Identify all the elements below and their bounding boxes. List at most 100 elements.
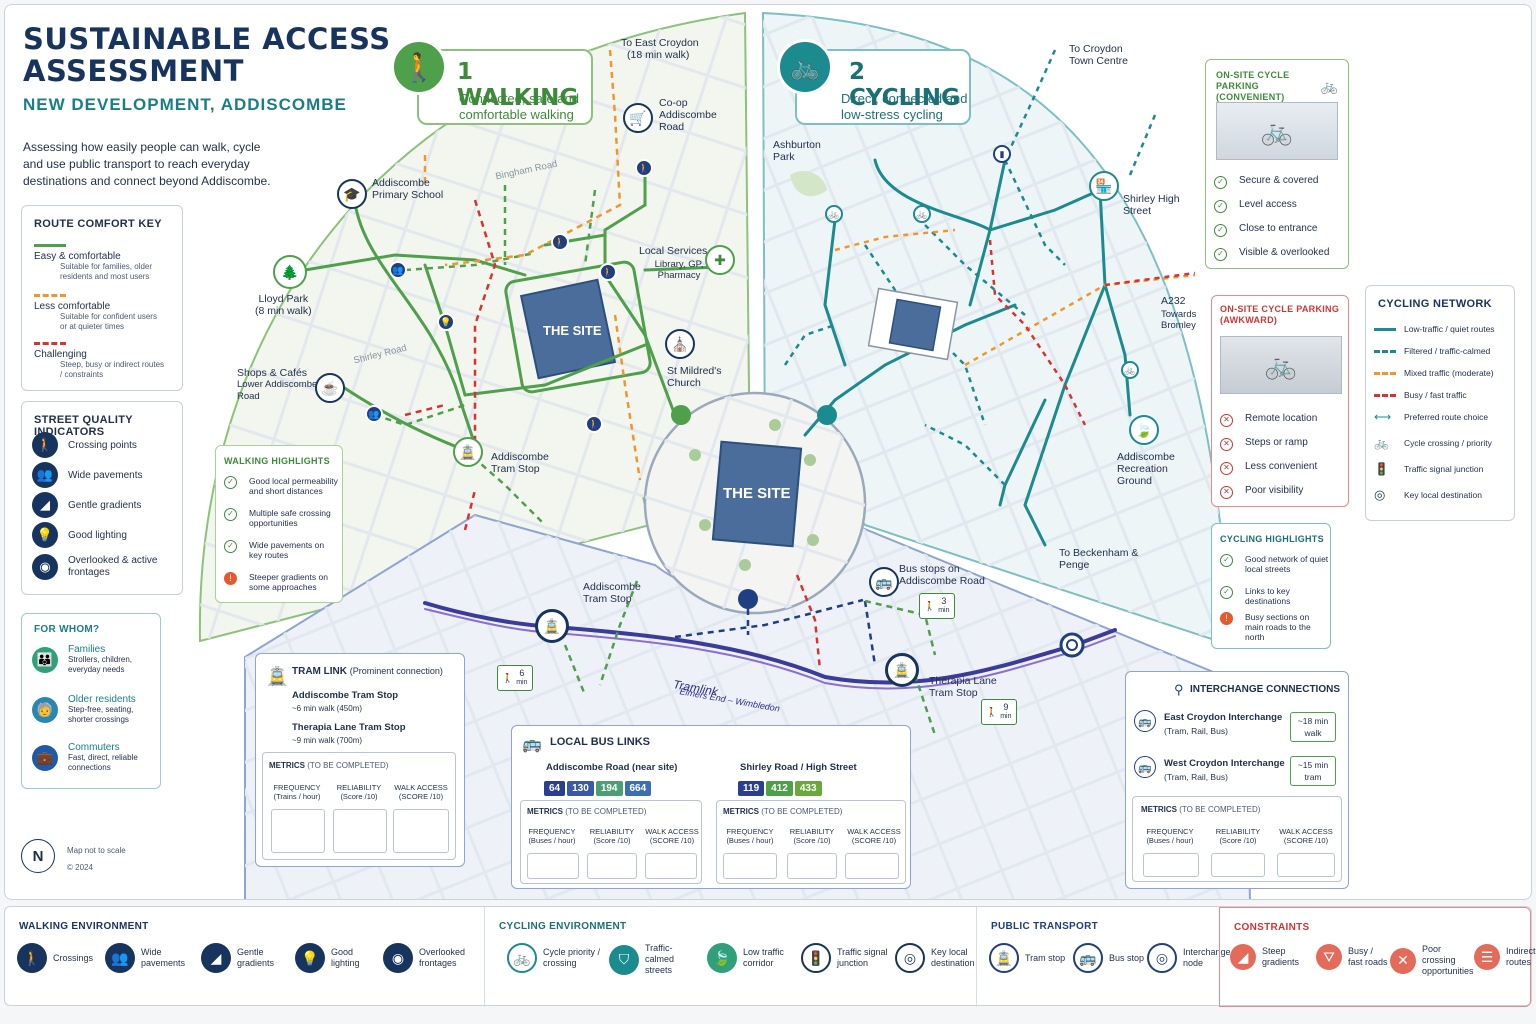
reliability-input[interactable]	[787, 853, 837, 879]
walking-highlight-2: ✓Wide pavements on key routes	[224, 540, 339, 560]
good-item-1: ✓Level access	[1214, 200, 1297, 213]
warning-icon: !	[1220, 612, 1233, 625]
indicator-gradients: ◢Gentle gradients	[32, 492, 141, 518]
indicator-lighting: 💡Good lighting	[32, 522, 127, 548]
walk-access-input[interactable]	[1277, 853, 1335, 877]
shopping-cart-icon[interactable]: 🛒	[623, 103, 653, 133]
frequency-input[interactable]	[271, 809, 325, 853]
bike-crossing-icon: 🚲	[825, 205, 843, 223]
coffee-cup-icon[interactable]: ☕	[315, 373, 345, 403]
route-chip[interactable]: 664	[624, 781, 652, 796]
tram-icon: 🚊	[266, 666, 289, 686]
title-line-1: SUSTAINABLE ACCESS	[23, 22, 391, 56]
walking-line1: Connected, safe and	[459, 91, 579, 106]
shield-icon: ⛉	[609, 944, 639, 975]
cross-icon: ✕	[1220, 462, 1233, 475]
busy-road-icon: ⛛	[1316, 944, 1342, 970]
people-icon: 👥	[389, 261, 407, 279]
route-chip[interactable]: 194	[595, 781, 623, 796]
cycling-network-card: CYCLING NETWORK Low-traffic / quiet rout…	[1365, 285, 1515, 521]
reliability-input[interactable]	[1211, 853, 1265, 877]
tram-metrics: METRICS (TO BE COMPLETED) FREQUENCY(Trai…	[262, 752, 456, 860]
line-dash-teal	[1374, 349, 1396, 353]
check-icon: ✓	[1220, 554, 1233, 567]
bus-icon[interactable]: 🚌	[869, 567, 899, 597]
label-walk-tram-stop: Addiscombe Tram Stop	[491, 451, 549, 475]
route-key-less: Less comfortable Suitable for confident …	[34, 294, 166, 332]
walking-highlight-3: !Steeper gradients on some approaches	[224, 572, 339, 592]
route-chip[interactable]: 119	[738, 781, 765, 796]
network-item-6: 🚦Traffic signal junction	[1374, 462, 1484, 476]
label-east-croydon: To East Croydon(18 min walk)	[621, 37, 699, 61]
route-chip[interactable]: 64	[544, 781, 566, 796]
label-bus-stops: Bus stops on Addiscombe Road	[899, 563, 985, 587]
legend-walking-title: WALKING ENVIRONMENT	[19, 921, 149, 932]
tree-icon[interactable]: 🌲	[273, 255, 307, 289]
frequency-input[interactable]	[527, 853, 579, 879]
cycle-parking-good-title: ON-SITE CYCLE PARKING (CONVENIENT)	[1216, 70, 1290, 102]
tram-icon[interactable]: 🚊	[885, 653, 919, 687]
cycling-line2: low-stress cycling	[841, 107, 943, 122]
briefcase-icon: 💼	[32, 744, 58, 771]
centre-site-label: THE SITE	[723, 485, 791, 502]
indicator-frontages: ◉Overlooked & active frontages	[32, 554, 172, 580]
legend-public-transport: PUBLIC TRANSPORT 🚊Tram stop 🚌Bus stop ◎I…	[977, 907, 1231, 1007]
label-a232: A232	[1161, 295, 1186, 307]
year-note: © 2024	[67, 863, 93, 872]
bus-group2: Shirley Road / High Street	[740, 762, 857, 773]
school-icon[interactable]: 🎓	[337, 179, 367, 209]
crossing-icon: 🚶	[17, 943, 47, 973]
church-icon[interactable]: ⛪	[665, 329, 695, 359]
label-local-services: Local Services	[639, 245, 708, 257]
tram-icon: 🚊	[989, 943, 1019, 973]
network-item-1: Filtered / traffic-calmed	[1374, 346, 1490, 356]
shop-icon[interactable]: 🏪	[1089, 171, 1119, 201]
legend-constraints: CONSTRAINTS ◢Steep gradients ⛛Busy / fas…	[1219, 907, 1536, 1007]
walk-access-input[interactable]	[393, 809, 449, 853]
reliability-input[interactable]	[587, 853, 637, 879]
check-icon: ✓	[1214, 200, 1227, 213]
network-item-2: Mixed traffic (moderate)	[1374, 368, 1494, 378]
cycling-site-block	[888, 298, 942, 352]
frequency-input[interactable]	[723, 853, 777, 879]
site-building	[711, 440, 803, 548]
frequency-input[interactable]	[1143, 853, 1199, 877]
legend-cycling-title: CYCLING ENVIRONMENT	[499, 921, 627, 932]
leaf-icon[interactable]: 🍃	[1129, 415, 1159, 445]
bus-links-card: 🚌 LOCAL BUS LINKS Addiscombe Road (near …	[511, 725, 911, 889]
bike-crossing-icon: 🚲	[507, 943, 537, 973]
medical-cross-icon[interactable]: ✚	[705, 245, 735, 275]
route-key-easy: Easy & comfortable Suitable for families…	[34, 244, 166, 282]
route-chip[interactable]: 130	[567, 781, 594, 796]
subtitle: NEW DEVELOPMENT, ADDISCOMBE	[23, 95, 347, 114]
label-coop: Co-op Addiscombe Road	[659, 97, 717, 133]
label-lloyd-park: Lloyd Park(8 min walk)	[255, 293, 312, 317]
walk-access-input[interactable]	[845, 853, 899, 879]
interchange-west-desc: (Tram, Rail, Bus)	[1164, 772, 1228, 782]
walking-highlights-title: WALKING HIGHLIGHTS	[224, 456, 330, 466]
bad-item-0: ✕Remote location	[1220, 414, 1317, 427]
line-dash-red	[1374, 393, 1396, 397]
reliability-input[interactable]	[333, 809, 387, 853]
label-addiscombe-tram: Addiscombe Tram Stop	[583, 581, 641, 605]
north-arrow-icon: N	[21, 839, 55, 873]
cross-icon: ✕	[1220, 486, 1233, 499]
leaf-icon: 🍃	[707, 943, 737, 973]
cycling-highlight-1: ✓Links to key destinations	[1220, 586, 1329, 606]
legend-constraints-title: CONSTRAINTS	[1234, 922, 1310, 933]
tram-stop1-desc: ~6 min walk (450m)	[292, 704, 363, 713]
walk-access-input[interactable]	[645, 853, 697, 879]
crossing-icon: 🚶	[635, 159, 653, 177]
people-icon: 👥	[105, 943, 135, 973]
route-chip[interactable]: 433	[794, 781, 822, 796]
street-quality-card: STREET QUALITY INDICATORS 🚶Crossing poin…	[21, 401, 183, 595]
bus-icon: 🚌	[1073, 943, 1103, 973]
tram-icon[interactable]: 🚊	[453, 437, 483, 467]
streetlight-icon: 💡	[437, 313, 455, 331]
route-chip[interactable]: 412	[766, 781, 793, 796]
tram-icon[interactable]: 🚊	[535, 609, 569, 643]
interchange-metrics: METRICS (TO BE COMPLETED) FREQUENCY(Buse…	[1132, 796, 1342, 882]
line-dash-red	[34, 342, 66, 345]
